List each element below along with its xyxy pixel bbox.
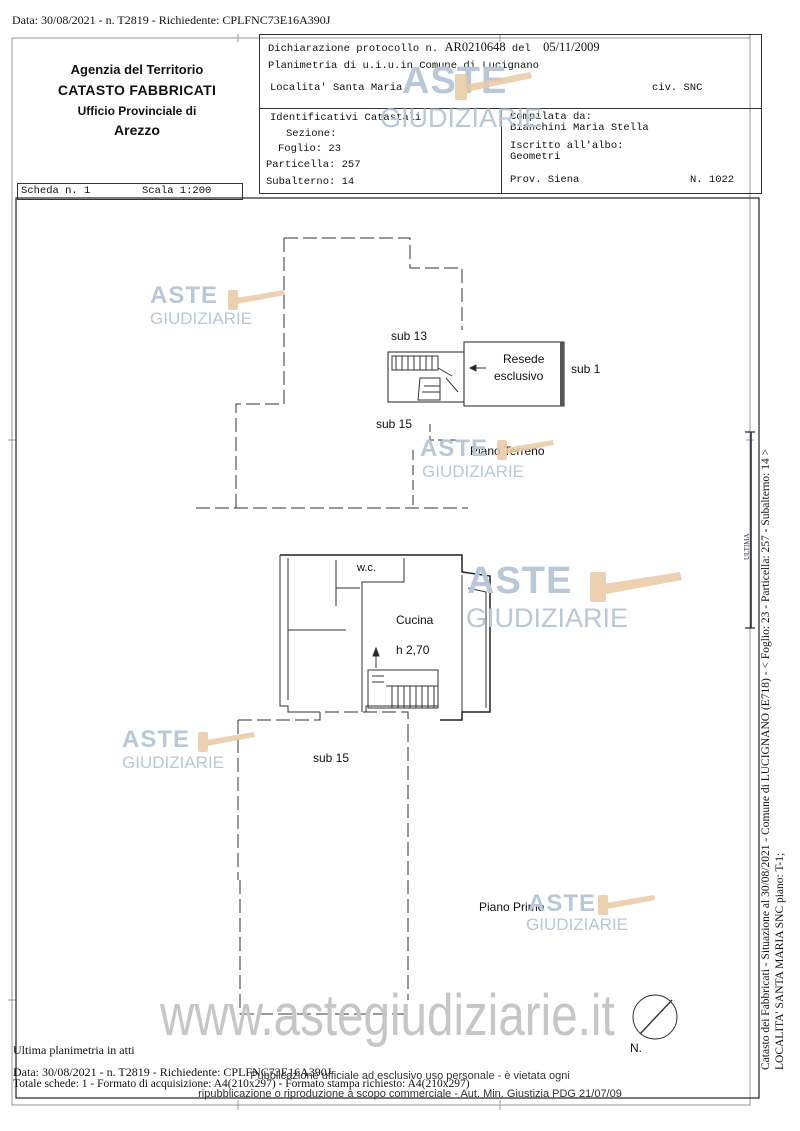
label-esclusivo: esclusivo	[494, 369, 544, 383]
label-cucina: Cucina	[396, 613, 434, 627]
watermark-website: www.astegiudiziarie.it	[160, 983, 615, 1048]
scheda-box	[17, 183, 243, 200]
publication-note-2: ripubblicazione o riproduzione a scopo c…	[198, 1088, 622, 1100]
sezione: Sezione:	[286, 128, 337, 140]
label-sub15-primo: sub 15	[313, 751, 350, 765]
watermark-giudiziarie-1: GIUDIZIARIE	[150, 309, 253, 328]
watermark-giudiziarie-2: GIUDIZIARIE	[422, 462, 525, 481]
side-info-line1: Catasto dei Fabbricati - Situazione al 3…	[760, 448, 772, 1070]
particella: Particella: 257	[266, 159, 361, 171]
publication-note-1: Pubblicazione ufficiale ad esclusivo uso…	[250, 1070, 570, 1082]
planimetria-line: Planimetria di u.i.u.in Comune di Lucign…	[268, 60, 539, 72]
localita-line: Localita' Santa Maria	[270, 82, 403, 94]
identificativi-label: Identificativi Catastali:	[270, 112, 428, 124]
watermark-aste-2: ASTE	[420, 435, 489, 462]
label-sub1: sub 1	[571, 362, 601, 376]
foglio: Foglio: 23	[278, 143, 342, 155]
watermark-giudiziarie-header: GIUDIZIARIE	[380, 103, 543, 133]
albo-number: N. 1022	[690, 174, 735, 186]
provincia: Prov. Siena	[510, 174, 580, 186]
protocollo-date: 05/11/2009	[543, 40, 600, 54]
compilatore-name: Bianchini Maria Stella	[510, 122, 649, 134]
footer-totale: Totale schede: 1 - Formato di acquisizio…	[13, 1078, 470, 1090]
label-altezza: h 2,70	[396, 643, 430, 657]
north-label: N.	[630, 1041, 642, 1055]
watermark-aste-1: ASTE	[150, 282, 219, 309]
watermark-giudiziarie-5: GIUDIZIARIE	[526, 915, 629, 934]
catasto-title: CATASTO FABBRICATI	[57, 82, 217, 98]
watermark-aste-3: ASTE	[467, 560, 573, 602]
office-label: Ufficio Provinciale di	[77, 104, 197, 118]
iscritto-label: Iscritto all'albo:	[510, 140, 624, 152]
label-sub13: sub 13	[391, 329, 428, 343]
civico: civ. SNC	[652, 82, 703, 94]
label-piano-primo: Piano Primo	[479, 900, 545, 914]
watermark-aste-5: ASTE	[528, 890, 597, 917]
side-small-label: ULTIMA	[743, 533, 751, 560]
label-resede: Resede	[503, 352, 545, 366]
compilata-label: Compilata da:	[510, 111, 592, 123]
label-sub15-terreno: sub 15	[376, 417, 413, 431]
side-info-line2: LOCALITA' SANTA MARIA SNC piano: T-1;	[774, 852, 786, 1070]
office-city: Arezzo	[114, 122, 160, 138]
label-wc: w.c.	[357, 562, 376, 574]
watermark-aste-4: ASTE	[122, 726, 191, 753]
header-box	[259, 34, 762, 194]
agency-name: Agenzia del Territorio	[70, 62, 204, 77]
scala: Scala 1:200	[142, 185, 212, 197]
ultima-planimetria: Ultima planimetria in atti	[13, 1043, 135, 1057]
top-info-line: Data: 30/08/2021 - n. T2819 - Richiedent…	[12, 13, 331, 27]
albo-value: Geometri	[510, 151, 561, 163]
watermark-giudiziarie-4: GIUDIZIARIE	[122, 753, 225, 772]
watermark-giudiziarie-3: GIUDIZIARIE	[466, 603, 629, 633]
subalterno: Subalterno: 14	[266, 176, 355, 188]
scheda-number: Scheda n. 1	[21, 185, 91, 197]
protocollo-number: AR0210648	[444, 40, 506, 54]
dichiarazione-line: Dichiarazione protocollo n. AR0210648 de…	[268, 40, 600, 55]
footer-data-line: Data: 30/08/2021 - n. T2819 - Richiedent…	[13, 1065, 332, 1079]
